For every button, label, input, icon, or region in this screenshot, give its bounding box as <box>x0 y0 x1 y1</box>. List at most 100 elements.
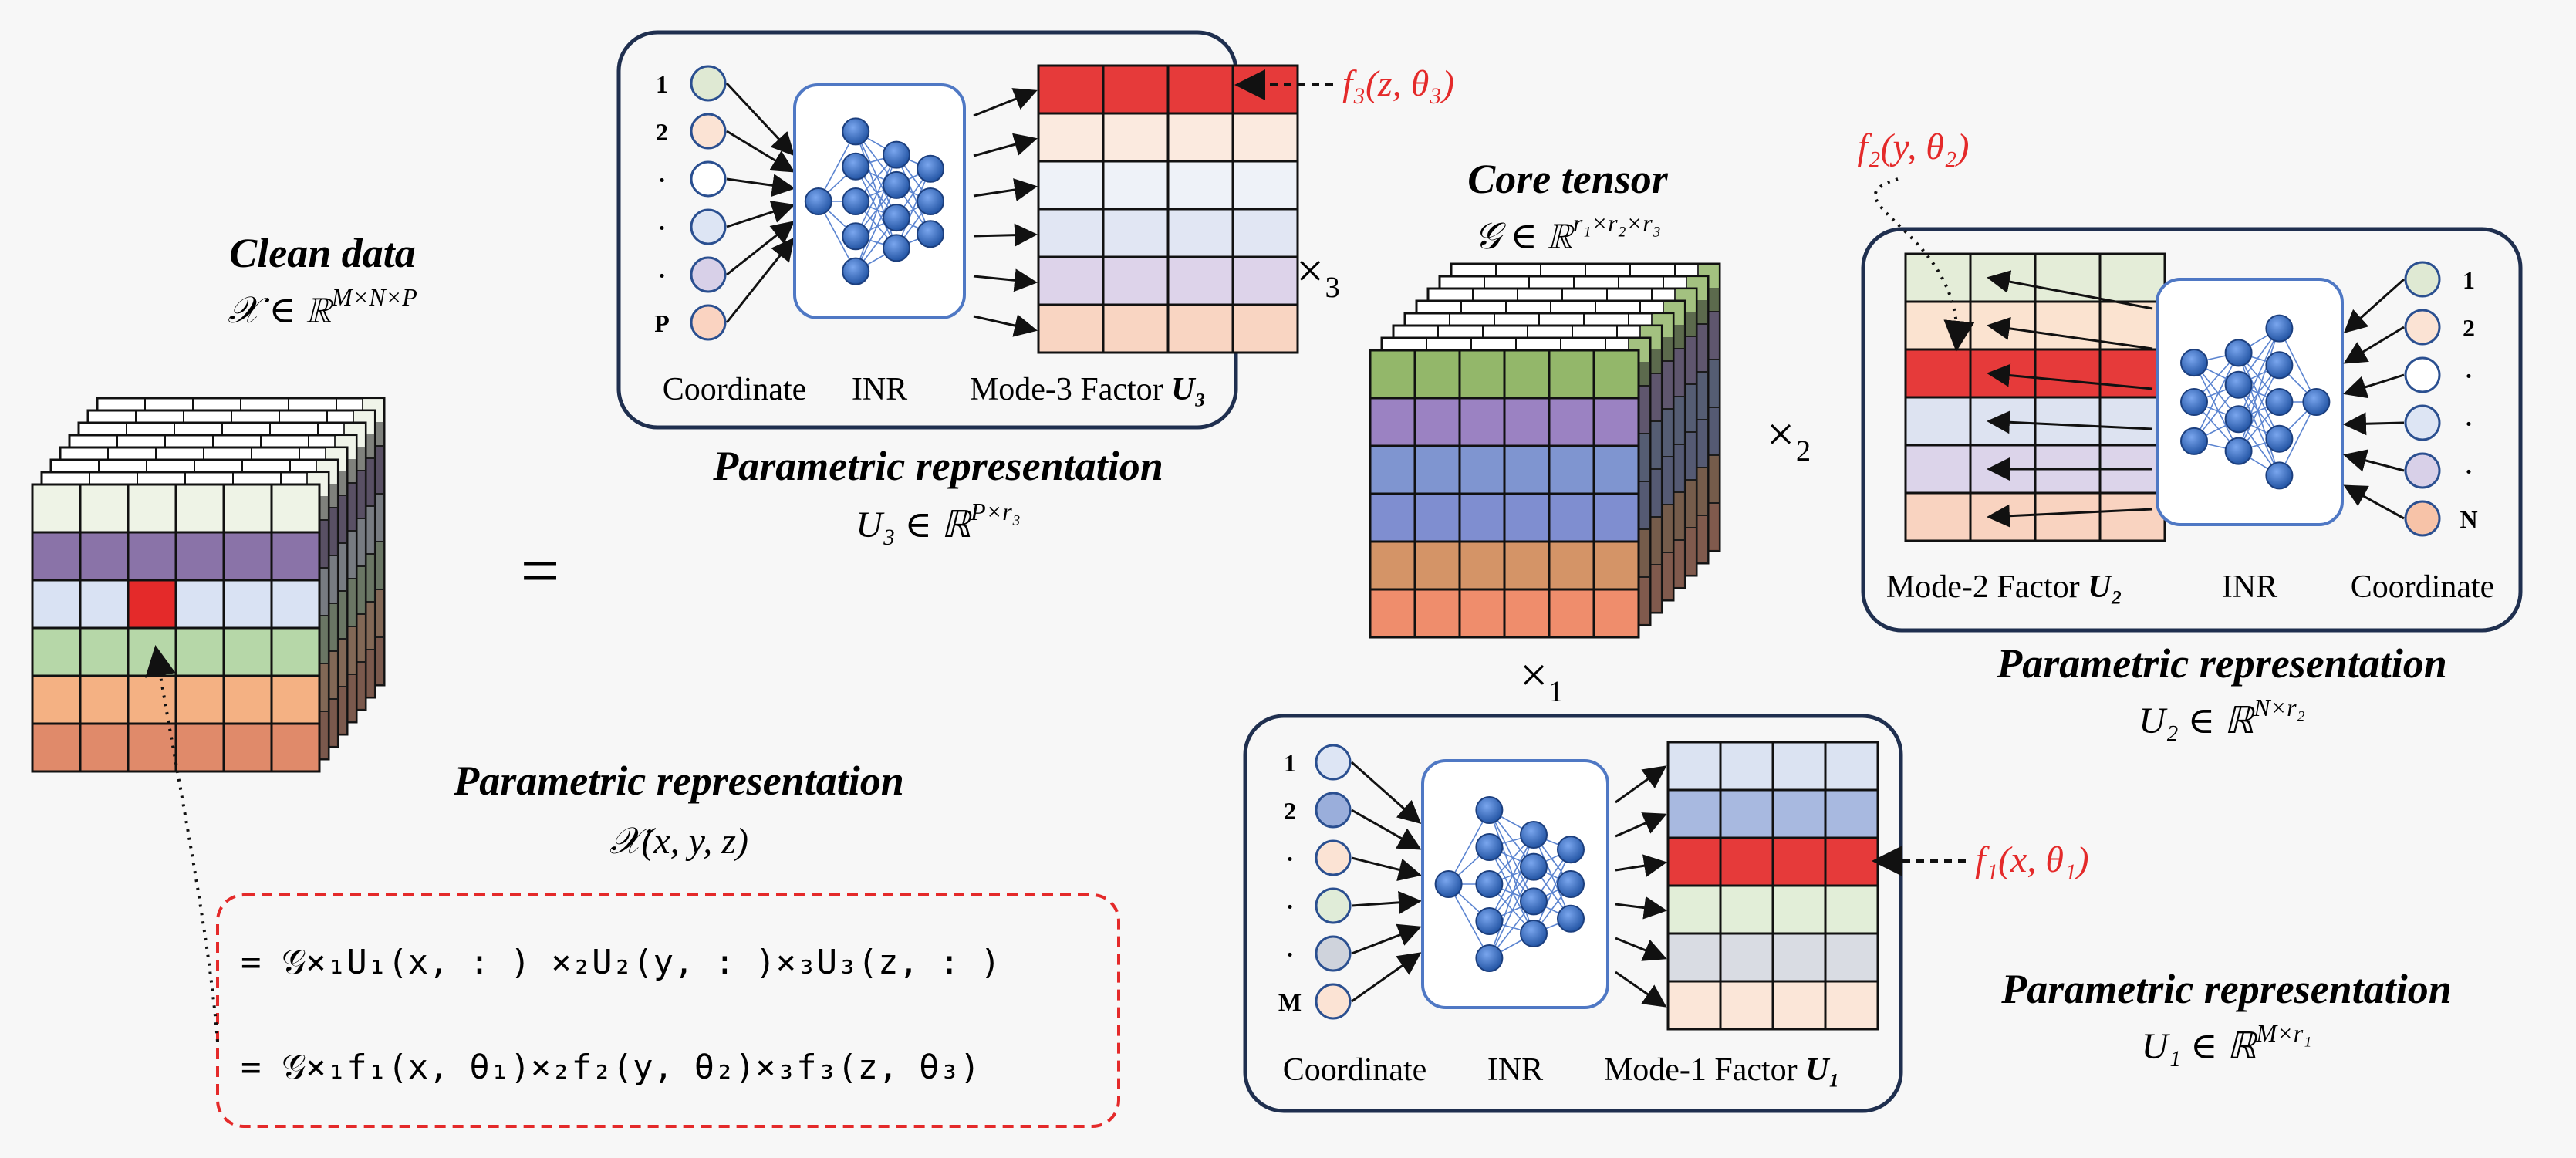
output-arrow <box>1615 971 1667 1008</box>
tensor-cell <box>270 531 321 582</box>
factor-cell <box>1719 980 1774 1031</box>
output-arrow <box>973 268 1038 292</box>
tensor-cell <box>79 722 130 773</box>
tensor-cell <box>174 722 225 773</box>
tensor-cell <box>1592 444 1640 495</box>
factor-cell <box>1969 300 2037 351</box>
coordinate-label: · <box>658 166 667 194</box>
output-arrow <box>1615 937 1667 961</box>
coordinate-node <box>2404 261 2441 298</box>
tensor-cell <box>79 674 130 725</box>
factor-cell <box>1904 348 1972 399</box>
data-param-title: Parametric representation <box>453 758 903 804</box>
inr-edge <box>1533 849 1572 934</box>
core-tensor <box>1369 262 1721 639</box>
tensor-cell <box>1503 492 1551 543</box>
output-arrow <box>1987 316 2153 350</box>
inr-neuron <box>1475 870 1504 898</box>
mode3-coordinates: 12···P <box>654 65 795 341</box>
factor-cell <box>1824 980 1879 1031</box>
inr-edge <box>1488 866 1534 959</box>
tensor-cell <box>222 531 273 582</box>
coordinate-arrow <box>2343 412 2405 436</box>
mode1-section: 12···M Coordinate INR Mode-1 Factor U₁ f… <box>1243 714 2452 1113</box>
inr-box <box>2156 278 2344 526</box>
coordinate-label: · <box>658 262 667 289</box>
factor-cell <box>1666 788 1722 839</box>
factor-cell <box>1231 112 1299 163</box>
factor-cell <box>1666 980 1722 1031</box>
tensor-cell <box>1369 349 1416 400</box>
factor-cell <box>1824 741 1879 792</box>
mode2-section: 12···N Mode-2 Factor U₂ INR Coordinate f… <box>1858 127 2523 741</box>
factor-cell <box>2098 491 2166 542</box>
factor-cell <box>1969 252 2037 303</box>
tensor-cell <box>1592 397 1640 447</box>
factor-cell <box>1904 444 1972 495</box>
inr-edge <box>855 184 897 272</box>
equation-line-1: = 𝒢×₁U₁(x, : ) ×₂U₂(y, : )×₃U₃(z, : ) <box>241 943 1001 982</box>
factor-cell <box>1771 836 1827 887</box>
output-arrow <box>1987 410 2153 434</box>
factor-cell <box>1102 160 1170 211</box>
mode3-factor-matrix <box>973 64 1299 354</box>
inr-neuron <box>2224 437 2253 465</box>
coordinate-arrow <box>1351 890 1422 914</box>
tensor-cell <box>1369 540 1416 591</box>
tensor-cell <box>127 626 177 677</box>
inr-neuron <box>842 222 870 251</box>
inr-neuron <box>917 154 944 183</box>
factor-cell <box>1719 884 1774 935</box>
mode3-param-math: U₃ ∈ ℝP×r₃ <box>856 498 1021 545</box>
inr-edge <box>855 154 897 237</box>
factor-cell <box>2098 396 2166 447</box>
inr-neuron <box>883 140 910 169</box>
clean-data-math: 𝒳 ∈ ℝM×N×P <box>228 283 417 331</box>
output-arrow <box>1987 270 2153 310</box>
factor-cell <box>1969 348 2037 399</box>
tensor-cell <box>1458 492 1506 543</box>
tensor-cell <box>31 483 82 534</box>
factor-cell <box>1904 300 1972 351</box>
mode1-factor-label: Mode-1 Factor U₁ <box>1604 1052 1840 1088</box>
coordinate-node <box>690 256 727 293</box>
factor-cell <box>1231 303 1299 354</box>
tensor-cell <box>127 531 177 582</box>
inr-neuron <box>1520 887 1548 916</box>
coordinate-arrow <box>1351 809 1422 850</box>
tensor-cell <box>1413 397 1461 447</box>
factor-cell <box>1102 64 1170 115</box>
mode3-param-title: Parametric representation <box>712 443 1163 489</box>
coordinate-node <box>2404 500 2441 537</box>
coordinate-node <box>1315 983 1352 1020</box>
coordinate-label: · <box>1286 845 1295 873</box>
coordinate-arrow <box>726 130 795 173</box>
inr-neuron <box>842 152 870 181</box>
factor-cell <box>2034 396 2102 447</box>
output-arrow <box>973 314 1038 337</box>
inr-neuron <box>2265 461 2294 490</box>
factor-cell <box>1666 932 1722 983</box>
coordinate-arrow <box>2343 449 2405 472</box>
tensor-cell <box>270 722 321 773</box>
inr-edge <box>1447 883 1491 959</box>
inr-neuron <box>804 187 832 215</box>
coordinate-node <box>2404 452 2441 489</box>
inr-edge <box>896 154 931 235</box>
tensor-cell <box>1369 588 1416 639</box>
coordinate-label: · <box>658 214 667 241</box>
factor-cell <box>1824 932 1879 983</box>
tensor-cell <box>31 531 82 582</box>
coordinate-node <box>690 304 727 341</box>
tensor-cell <box>31 722 82 773</box>
coordinate-node <box>690 113 727 150</box>
mode1-panel <box>1243 714 1903 1113</box>
coordinate-label: 1 <box>1284 749 1296 777</box>
output-arrow <box>973 178 1038 201</box>
tensor-cell <box>1413 492 1461 543</box>
coordinate-arrow <box>725 237 795 323</box>
tensor-cell <box>1548 397 1595 447</box>
inr-edge <box>2237 328 2281 420</box>
inr-edge <box>1488 834 1534 922</box>
